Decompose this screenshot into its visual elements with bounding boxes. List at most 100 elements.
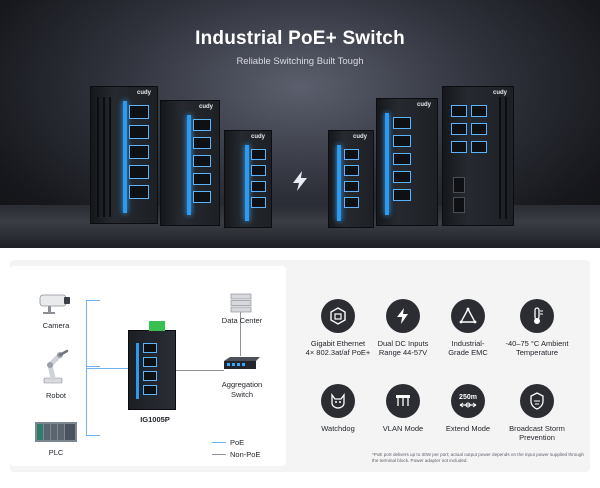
feature-line2: Prevention	[519, 433, 555, 443]
ethernet-port	[344, 181, 359, 192]
switch-device-left-medium: cudy	[160, 100, 220, 226]
plc-label: PLC	[48, 448, 64, 457]
sfp-port	[453, 177, 465, 193]
ig1005p-device	[128, 321, 176, 410]
heatsink-fin	[103, 97, 105, 217]
extend-distance-badge: 250m	[459, 393, 477, 401]
ethernet-port	[344, 149, 359, 160]
ethernet-port	[393, 117, 411, 129]
legend-poe-swatch	[212, 442, 226, 443]
poe-link	[86, 366, 100, 367]
ethernet-port	[129, 105, 149, 119]
ethernet-port	[344, 197, 359, 208]
ethernet-port	[129, 165, 149, 179]
feature-line1: Extend Mode	[445, 424, 491, 433]
ethernet-port	[393, 153, 411, 165]
heatsink-fin	[505, 97, 507, 219]
thermometer-icon	[520, 299, 554, 333]
switch-device-left-large: cudy	[90, 86, 158, 224]
robot-label: Robot	[45, 391, 66, 400]
legend-nonpoe-label: Non-PoE	[230, 450, 261, 459]
ethernet-port	[193, 119, 211, 131]
switch-model-label: IG1005P	[140, 415, 170, 424]
brand-logo: cudy	[416, 102, 431, 108]
ethernet-port	[393, 189, 411, 201]
led-rail	[136, 343, 139, 399]
feature-watchdog: Watchdog	[293, 384, 383, 433]
ethernet-port	[451, 123, 467, 135]
led-rail	[187, 115, 191, 215]
ethernet-port	[251, 149, 266, 160]
aggregation-switch-icon	[224, 357, 260, 369]
nonpoe-link	[240, 310, 241, 356]
aggregation-label-line1: Aggregation	[221, 380, 263, 389]
brand-logo: cudy	[136, 90, 151, 96]
feature-line1: Broadcast Storm	[509, 424, 565, 433]
ethernet-port	[393, 135, 411, 147]
feature-emc: Industrial-Grade EMC	[423, 299, 513, 358]
ethernet-port	[143, 385, 157, 395]
switch-device-right-medium: cudy	[376, 98, 438, 226]
ethernet-port	[451, 141, 467, 153]
legend-poe-label: PoE	[230, 438, 245, 447]
watchdog-icon	[321, 384, 355, 418]
ethernet-port	[193, 173, 211, 185]
ethernet-port	[451, 105, 467, 117]
brand-logo: cudy	[352, 134, 367, 140]
led-rail	[245, 145, 249, 221]
heatsink-fin	[97, 97, 99, 217]
ethernet-icon	[321, 299, 355, 333]
ethernet-port	[143, 343, 157, 353]
ethernet-port	[193, 137, 211, 149]
legend-nonpoe-swatch	[212, 454, 226, 455]
plc-icon	[35, 422, 77, 442]
data-center-label: Data Center	[221, 316, 263, 325]
heatsink-fin	[499, 97, 501, 219]
lightning-icon	[293, 171, 307, 191]
shield-icon	[520, 384, 554, 418]
feature-line1: Watchdog	[321, 424, 355, 433]
camera-icon	[39, 294, 70, 314]
ethernet-port	[129, 145, 149, 159]
triangle-icon	[451, 299, 485, 333]
feature-extend: 250m Extend Mode	[423, 384, 513, 433]
footnote: *PoE port delivers up to 30W per port; a…	[372, 452, 584, 463]
aggregation-label-line2: Switch	[230, 390, 254, 399]
feature-line2: Range 44-57V	[378, 348, 428, 358]
feature-line1: Gigabit Ethernet	[310, 339, 366, 348]
led-rail	[123, 101, 127, 213]
ethernet-port	[471, 105, 487, 117]
ethernet-port	[143, 357, 157, 367]
ethernet-port	[251, 181, 266, 192]
extend-icon: 250m	[451, 384, 485, 418]
feature-line1: Dual DC Inputs	[377, 339, 429, 348]
ethernet-port	[251, 165, 266, 176]
ethernet-port	[193, 155, 211, 167]
ethernet-port	[393, 171, 411, 183]
poe-link	[86, 435, 100, 436]
feature-line1: VLAN Mode	[382, 424, 424, 433]
feature-line2: Grade EMC	[448, 348, 488, 358]
ethernet-port	[344, 165, 359, 176]
hero-title: Industrial PoE+ Switch	[195, 28, 405, 49]
robot-arm-icon	[43, 349, 69, 384]
feature-line2: 4× 802.3at/af PoE+	[305, 348, 371, 358]
server-rack-icon	[230, 293, 252, 313]
heatsink-fin	[109, 97, 111, 217]
feature-line1: -40–75 °C Ambient	[505, 339, 569, 348]
ethernet-port	[251, 197, 266, 208]
ethernet-port	[129, 185, 149, 199]
ethernet-port	[471, 123, 487, 135]
ethernet-port	[129, 125, 149, 139]
switch-device-right-small: cudy	[328, 130, 374, 228]
nonpoe-link	[176, 370, 224, 371]
ethernet-port	[143, 371, 157, 381]
switch-device-right-large: cudy	[442, 86, 514, 226]
terminal-block	[149, 321, 165, 331]
switch-device-left-small: cudy	[224, 130, 272, 228]
led-rail	[385, 113, 389, 215]
